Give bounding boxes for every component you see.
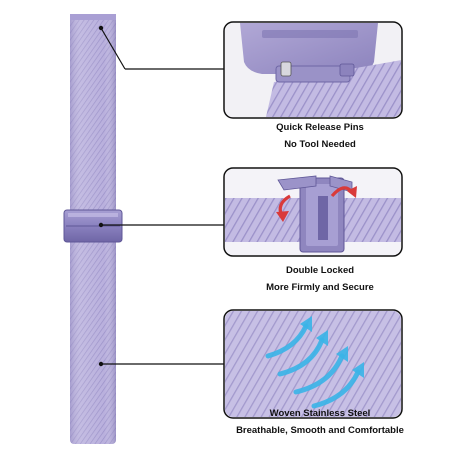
callout-2-title: Double Locked [285, 265, 355, 276]
airflow-arrows-icon [265, 323, 361, 409]
callout-connector-2 [98, 222, 224, 228]
callout-2-subtitle: More Firmly and Secure [266, 282, 374, 293]
callout-3-title: Woven Stainless Steel [269, 408, 371, 419]
detail-panel-quick-release [223, 21, 403, 119]
callout-connector-3 [98, 361, 224, 367]
band-clasp [63, 209, 123, 243]
detail-panel-woven-mesh [223, 309, 403, 419]
detail-panel-double-locked [223, 167, 403, 257]
callout-1-subtitle: No Tool Needed [284, 139, 356, 150]
callout-3-subtitle: Breathable, Smooth and Comfortable [236, 425, 404, 436]
callout-connector-1 [98, 25, 224, 70]
callout-1-title: Quick Release Pins [276, 122, 364, 133]
